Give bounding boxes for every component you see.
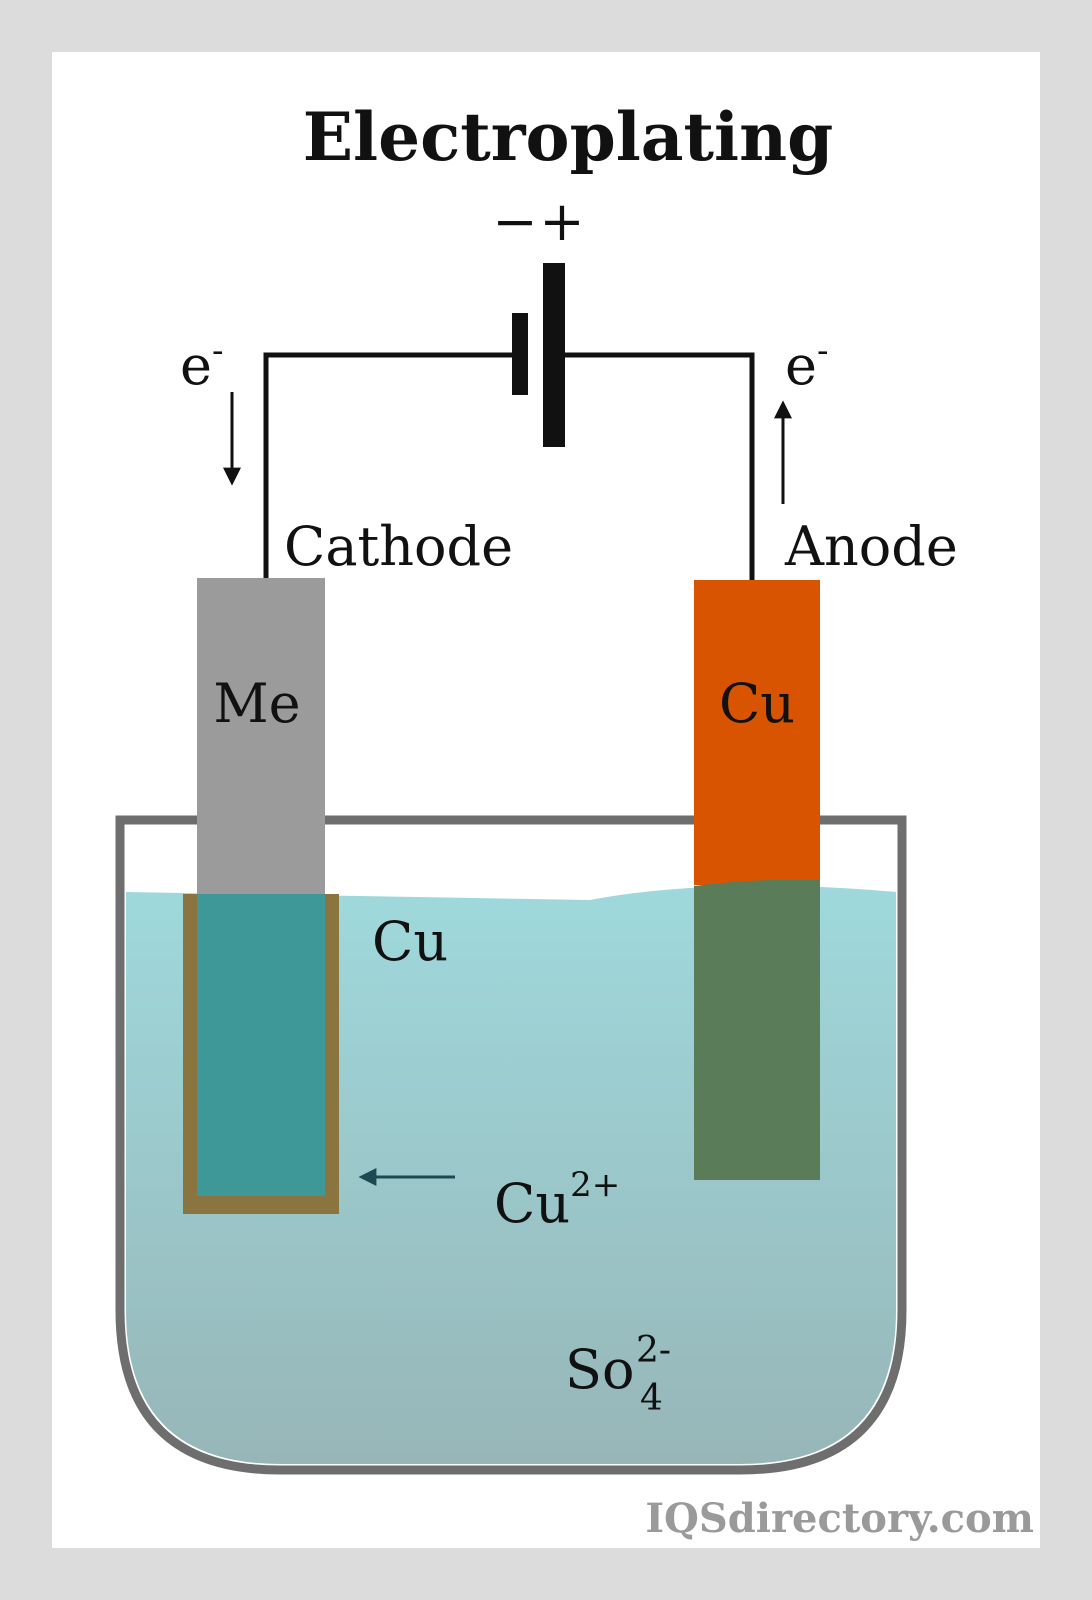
circuit-wire [263,352,520,580]
sulfate-ion-charge: 2- [636,1330,671,1371]
circuit-wire-right [562,352,755,582]
anode-label: Anode [784,515,958,578]
cathode-submerged [197,894,325,1196]
copper-ion-label: Cu2+ [494,1165,620,1235]
cathode-electrode [197,578,325,896]
plating-label: Cu [372,910,448,973]
electron-right-label: e- [785,331,828,397]
sulfate-ion-label: So [565,1338,635,1401]
sulfate-ion-subscript: 4 [640,1378,663,1419]
anode-electrode [694,580,820,885]
watermark-text: IQSdirectory.com [645,1495,1034,1542]
cathode-label: Cathode [284,515,513,578]
battery-positive-symbol: + [539,190,584,253]
battery-positive-plate [543,263,565,447]
anode-electrode-label: Cu [719,672,795,735]
anode-submerged [694,879,820,1180]
diagram-title: Electroplating [303,98,834,176]
electron-left-label: e- [180,331,223,397]
battery-negative-symbol: − [492,190,537,253]
cathode-electrode-label: Me [213,672,300,735]
battery-negative-plate [512,313,528,395]
